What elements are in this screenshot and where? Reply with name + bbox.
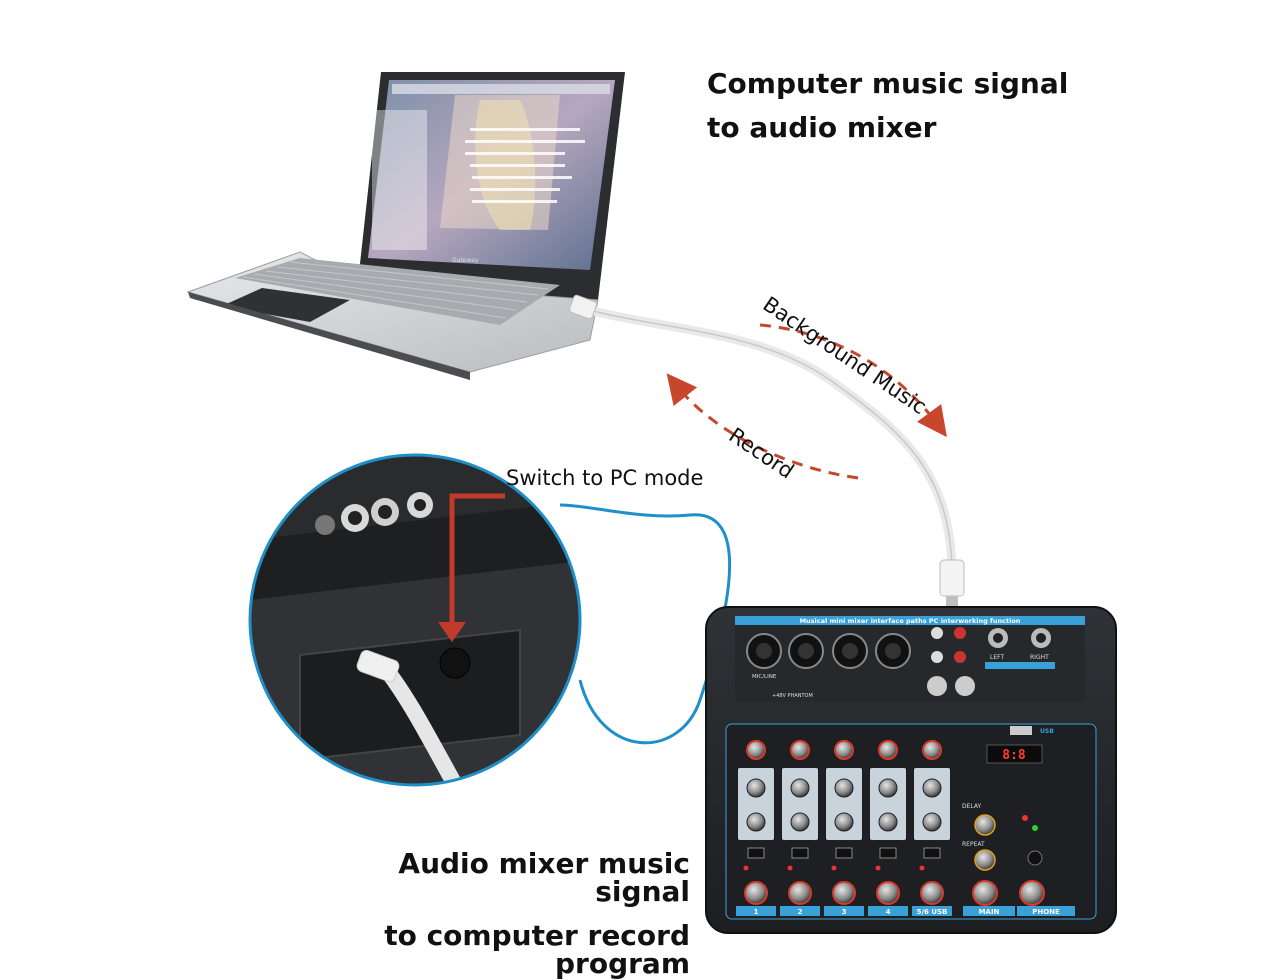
zoom-jacks xyxy=(315,492,433,535)
mixer-inputs xyxy=(746,633,911,669)
high-knob[interactable] xyxy=(834,778,854,798)
zoom-circle-border xyxy=(248,453,582,787)
gain-knob[interactable] xyxy=(790,740,810,760)
delay-label: DELAY xyxy=(962,803,982,810)
repeat-label: REPEAT xyxy=(962,841,985,848)
low-knob[interactable] xyxy=(834,812,854,832)
main-knob[interactable] xyxy=(972,880,998,906)
channel-strip: 3 xyxy=(824,740,864,916)
low-knob[interactable] xyxy=(746,812,766,832)
bottom-caption: Audio mixer music signal to computer rec… xyxy=(300,850,690,978)
high-knob[interactable] xyxy=(746,778,766,798)
right-label: RIGHT xyxy=(1030,654,1049,661)
mixer-rca xyxy=(927,627,975,696)
diagram-canvas: Gateway xyxy=(186,72,1117,934)
usb-cable xyxy=(577,303,957,575)
phone-label: PHONE xyxy=(1032,908,1060,916)
volume-knob[interactable] xyxy=(876,881,900,905)
switch-to-pc-label: Switch to PC mode xyxy=(506,466,704,490)
phone-knob[interactable] xyxy=(1019,880,1045,906)
bottom-caption-line1: Audio mixer music signal xyxy=(398,847,690,908)
phone-jack xyxy=(1027,850,1043,866)
main-label: MAIN xyxy=(979,908,1000,916)
channel-label: 2 xyxy=(798,908,803,916)
volume-knob[interactable] xyxy=(744,881,768,905)
peak-led xyxy=(787,865,793,871)
mixer-banner: Musical mini mixer interface paths PC in… xyxy=(800,617,1021,625)
zoom-detail xyxy=(248,453,582,787)
channel-strip: 2 xyxy=(780,740,820,916)
gain-knob[interactable] xyxy=(746,740,766,760)
laptop: Gateway xyxy=(186,72,625,380)
background-music-arrow xyxy=(759,323,947,438)
channel-label: 3 xyxy=(842,908,847,916)
laptop-touchpad xyxy=(222,288,350,322)
peak-led xyxy=(919,865,925,871)
usb-label: USB xyxy=(1040,728,1054,735)
top-caption-line1: Computer music signal xyxy=(707,67,1069,100)
volume-knob[interactable] xyxy=(832,881,856,905)
efx-button[interactable] xyxy=(923,847,941,859)
high-knob[interactable] xyxy=(878,778,898,798)
record-arrow xyxy=(666,373,859,480)
pc-mode-button xyxy=(439,647,471,679)
usb-plug-mixer xyxy=(939,559,965,597)
channel-strip: 5/6 USB xyxy=(912,740,952,916)
bottom-caption-line2: to computer record program xyxy=(384,919,690,980)
usb-port xyxy=(1010,726,1032,735)
channel-label: 1 xyxy=(754,908,759,916)
laptop-keyboard xyxy=(235,258,560,325)
efx-button[interactable] xyxy=(879,847,897,859)
top-caption: Computer music signal to audio mixer xyxy=(707,70,1068,142)
switch-pointer xyxy=(449,493,505,625)
input-label: MIC/LINE xyxy=(752,674,777,680)
efx-button[interactable] xyxy=(835,847,853,859)
channel-strips: 1 2 3 4 5/6 USB xyxy=(736,740,952,916)
high-knob[interactable] xyxy=(790,778,810,798)
efx-button[interactable] xyxy=(791,847,809,859)
peak-led xyxy=(743,865,749,871)
gain-knob[interactable] xyxy=(878,740,898,760)
audio-mixer: Musical mini mixer interface paths PC in… xyxy=(705,606,1117,934)
phantom-label: +48V PHANTOM xyxy=(772,693,813,699)
mixer-display: 8:8 xyxy=(1002,748,1026,763)
channel-label: 5/6 USB xyxy=(917,908,948,916)
top-caption-line2: to audio mixer xyxy=(707,111,937,144)
peak-led xyxy=(875,865,881,871)
usb-plug-laptop xyxy=(568,294,598,320)
delay-knob[interactable] xyxy=(974,814,996,836)
channel-strip: 4 xyxy=(868,740,908,916)
low-knob[interactable] xyxy=(922,812,942,832)
channel-label: 4 xyxy=(886,908,891,916)
left-label: LEFT xyxy=(990,654,1004,661)
low-knob[interactable] xyxy=(878,812,898,832)
gain-knob[interactable] xyxy=(834,740,854,760)
peak-led xyxy=(831,865,837,871)
low-knob[interactable] xyxy=(790,812,810,832)
repeat-knob[interactable] xyxy=(974,849,996,871)
gain-knob[interactable] xyxy=(922,740,942,760)
channel-strip: 1 xyxy=(736,740,776,916)
high-knob[interactable] xyxy=(922,778,942,798)
laptop-brand: Gateway xyxy=(452,257,479,264)
volume-knob[interactable] xyxy=(920,881,944,905)
efx-button[interactable] xyxy=(747,847,765,859)
volume-knob[interactable] xyxy=(788,881,812,905)
callout-line xyxy=(559,503,732,745)
